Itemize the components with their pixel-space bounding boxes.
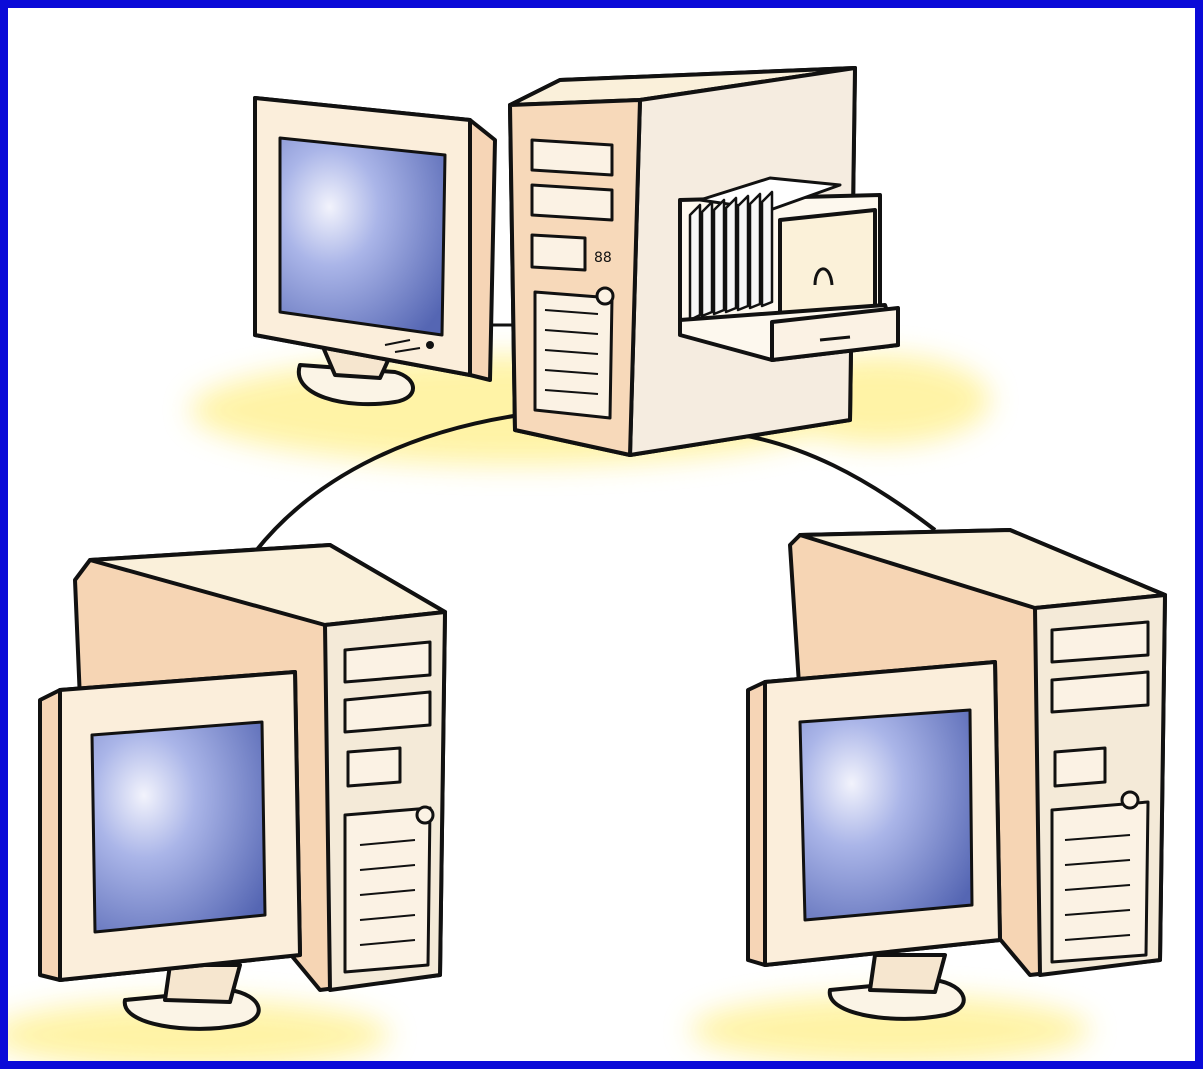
workstation-icon-right xyxy=(748,530,1165,1019)
file-folders xyxy=(690,192,772,320)
power-button xyxy=(597,288,613,304)
file-drawer-icon xyxy=(680,178,898,360)
front-mark: 88 xyxy=(594,250,612,266)
server-monitor xyxy=(255,98,495,404)
workstation-icon xyxy=(40,545,445,1029)
